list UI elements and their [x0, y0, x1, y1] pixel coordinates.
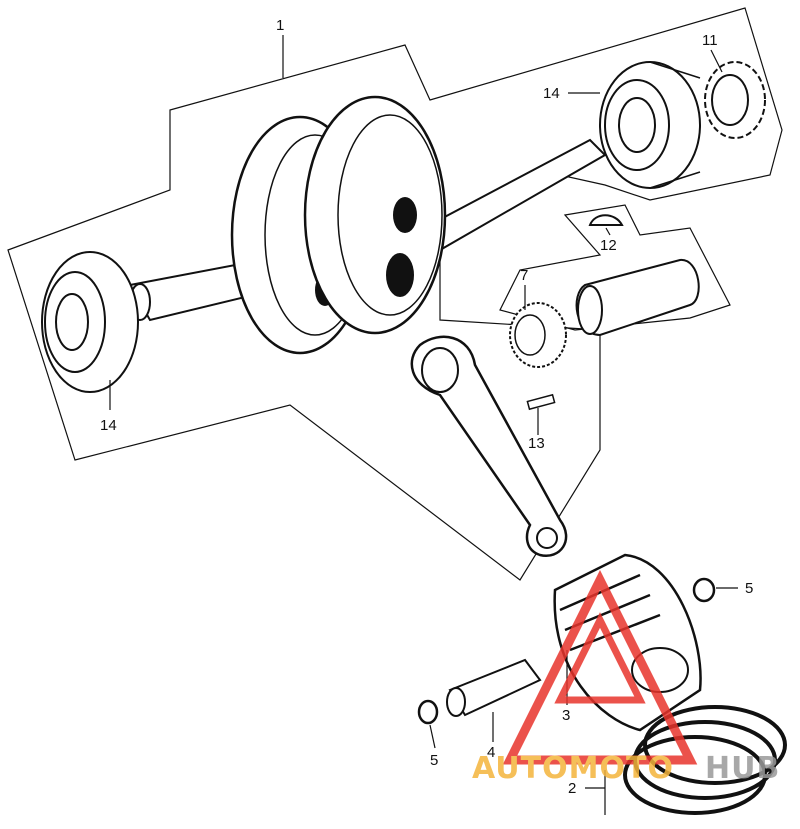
callout-12: 12: [600, 237, 617, 254]
needle-bearing: [509, 302, 567, 368]
connecting-rod: [410, 335, 568, 558]
callout-5-right: 5: [745, 580, 753, 597]
timing-sprocket: [704, 61, 766, 139]
watermark-text-gray: HUB: [705, 751, 780, 786]
callout-5-left: 5: [430, 752, 438, 769]
callout-3: 3: [562, 707, 570, 724]
callout-14-left: 14: [100, 417, 117, 434]
callout-7: 7: [520, 267, 528, 284]
watermark-text-orange: AUTOMOTO: [472, 751, 674, 786]
piston-pin: [446, 658, 542, 717]
callout-1: 1: [276, 17, 284, 34]
circlip-left: [417, 699, 439, 725]
callout-14-top: 14: [543, 85, 560, 102]
woodruff-key: [588, 214, 624, 226]
callout-13: 13: [528, 435, 545, 452]
assembly-outline: [7, 7, 783, 581]
circlip-right: [692, 577, 716, 603]
locating-pin: [526, 393, 556, 411]
callout-4: 4: [487, 744, 495, 761]
callout-2: 2: [568, 780, 576, 797]
piston-rings: [623, 705, 787, 815]
left-bearing: [41, 251, 139, 393]
right-bearing: [599, 61, 701, 189]
leader-lines: [109, 35, 738, 815]
callout-11: 11: [702, 32, 718, 49]
watermark-logo: AUTOMOTO HUB: [472, 569, 780, 786]
crank-pin: [575, 258, 700, 337]
small-parts-outline: [499, 204, 731, 331]
